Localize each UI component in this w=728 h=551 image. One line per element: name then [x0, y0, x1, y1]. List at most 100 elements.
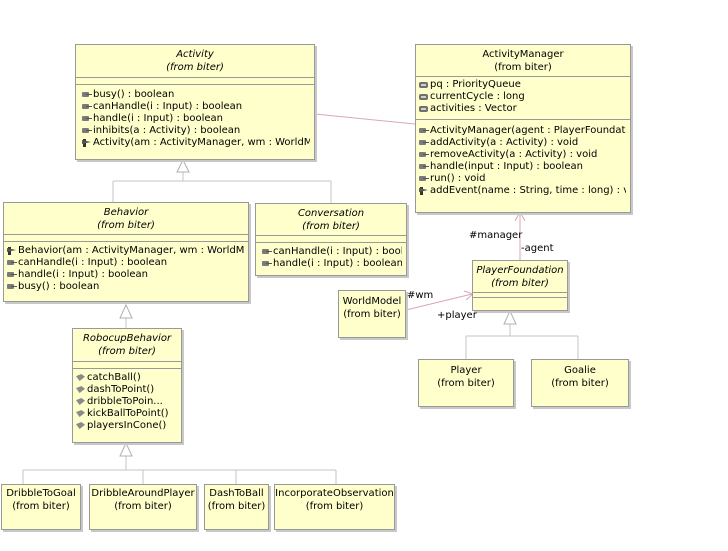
method-label: playersInCone()	[87, 420, 167, 431]
class-stereotype: (from biter)	[166, 62, 224, 73]
method-row: addEvent(name : String, time : long) : v…	[419, 185, 626, 197]
class-name: ActivityManager	[482, 49, 564, 60]
class-stereotype: (from biter)	[114, 501, 172, 512]
class-name: DashToBall	[209, 488, 264, 499]
method-label: ActivityManager(agent : PlayerFoundation…	[430, 125, 626, 136]
class-header: Conversation (from biter)	[256, 204, 406, 233]
field-icon	[419, 81, 429, 89]
method-label: busy() : boolean	[18, 281, 100, 292]
class-header: Goalie (from biter)	[532, 360, 628, 390]
attribute-label: currentCycle : long	[430, 91, 525, 102]
class-stereotype: (from biter)	[97, 220, 155, 231]
methods-compartment: Behavior(am : ActivityManager, wm : Worl…	[4, 241, 248, 297]
role-label-manager: #manager	[469, 230, 523, 241]
protected-method-icon	[76, 386, 86, 394]
public-method-icon	[7, 259, 17, 267]
class-header: ActivityManager (from biter)	[416, 45, 630, 74]
class-stereotype: (from biter)	[551, 378, 609, 389]
class-header: Player (from biter)	[419, 360, 513, 390]
method-label: catchBall()	[87, 372, 141, 383]
public-method-icon	[262, 248, 272, 256]
class-name: Activity	[176, 49, 214, 60]
method-row: dribbleToPoin...	[76, 396, 177, 408]
class-dribble-around-player[interactable]: DribbleAroundPlayer (from biter)	[89, 484, 197, 530]
class-dribble-to-goal[interactable]: DribbleToGoal (from biter)	[1, 484, 81, 530]
methods-compartment: catchBall() dashToPoint() dribbleToPoin.…	[73, 368, 181, 436]
class-name: Conversation	[297, 208, 365, 219]
attribute-row: pq : PriorityQueue	[419, 79, 626, 91]
protected-method-icon	[76, 410, 86, 418]
method-row: ActivityManager(agent : PlayerFoundation…	[419, 125, 626, 137]
constructor-icon	[82, 139, 92, 147]
method-row: canHandle(i : Input) : boolean	[82, 101, 310, 113]
class-name: RobocupBehavior	[82, 333, 172, 344]
method-label: Behavior(am : ActivityManager, wm : Worl…	[18, 245, 244, 256]
class-header: Activity (from biter)	[76, 45, 314, 74]
class-name: IncorporateObservation	[275, 488, 394, 499]
attributes-compartment	[4, 234, 248, 241]
method-row: handle(input : Input) : boolean	[419, 161, 626, 173]
class-behavior[interactable]: Behavior (from biter) Behavior(am : Acti…	[3, 202, 249, 302]
class-header: Behavior (from biter)	[4, 203, 248, 232]
public-method-icon	[82, 103, 92, 111]
class-header: WorldModel (from biter)	[339, 291, 405, 321]
class-dash-to-ball[interactable]: DashToBall (from biter)	[204, 484, 269, 530]
public-method-icon	[82, 115, 92, 123]
attributes-compartment: pq : PriorityQueue currentCycle : long a…	[416, 76, 630, 119]
class-robocup-behavior[interactable]: RobocupBehavior (from biter) catchBall()…	[72, 328, 182, 443]
class-world-model[interactable]: WorldModel (from biter)	[338, 290, 406, 338]
class-activity[interactable]: Activity (from biter) busy() : boolean c…	[75, 44, 315, 160]
attributes-compartment	[473, 292, 567, 297]
class-player-foundation[interactable]: PlayerFoundation (from biter)	[472, 260, 568, 311]
class-header: IncorporateObservation (from biter)	[275, 485, 394, 513]
class-stereotype: (from biter)	[207, 501, 266, 512]
role-label-agent: -agent	[521, 243, 554, 254]
class-stereotype: (from biter)	[343, 309, 401, 320]
class-stereotype: (from biter)	[491, 278, 549, 289]
public-method-icon	[7, 283, 17, 291]
method-label: handle(i : Input) : boolean	[18, 269, 148, 280]
attribute-label: pq : PriorityQueue	[430, 79, 521, 90]
method-row: kickBallToPoint()	[76, 408, 177, 420]
method-row: handle(i : Input) : boolean	[82, 113, 310, 125]
method-row: Activity(am : ActivityManager, wm : Worl…	[82, 137, 310, 149]
method-label: inhibits(a : Activity) : boolean	[93, 125, 241, 136]
assoc-worldmodel	[405, 293, 473, 311]
method-row: Behavior(am : ActivityManager, wm : Worl…	[7, 245, 244, 257]
method-label: busy() : boolean	[93, 89, 175, 100]
public-method-icon	[419, 175, 429, 183]
method-row: run() : void	[419, 173, 626, 185]
attribute-label: activities : Vector	[430, 103, 517, 114]
class-incorporate-observation[interactable]: IncorporateObservation (from biter)	[274, 484, 395, 530]
method-row: dashToPoint()	[76, 384, 177, 396]
method-label: canHandle(i : Input) : boolean	[18, 257, 168, 268]
method-label: handle(i : Input) : boolean	[273, 258, 402, 269]
gen-arrow-behavior	[119, 303, 133, 319]
method-label: Activity(am : ActivityManager, wm : Worl…	[93, 137, 310, 148]
method-row: handle(i : Input) : boolean	[262, 258, 402, 270]
role-label-wm: #wm	[407, 290, 434, 301]
class-header: RobocupBehavior (from biter)	[73, 329, 181, 358]
class-header: PlayerFoundation (from biter)	[473, 261, 567, 290]
constructor-icon	[419, 187, 429, 195]
methods-compartment	[473, 297, 567, 302]
attributes-compartment	[73, 361, 181, 368]
constructor-icon	[7, 247, 17, 255]
method-label: canHandle(i : Input) : boole...	[273, 246, 402, 257]
class-goalie[interactable]: Goalie (from biter)	[531, 359, 629, 407]
class-header: DashToBall (from biter)	[205, 485, 268, 513]
class-stereotype: (from biter)	[12, 501, 70, 512]
class-conversation[interactable]: Conversation (from biter) canHandle(i : …	[255, 203, 407, 276]
field-icon	[419, 93, 429, 101]
class-stereotype: (from biter)	[302, 221, 360, 232]
public-method-icon	[419, 127, 429, 135]
public-method-icon	[419, 163, 429, 171]
class-stereotype: (from biter)	[437, 378, 495, 389]
public-method-icon	[262, 260, 272, 268]
method-row: canHandle(i : Input) : boolean	[7, 257, 244, 269]
attributes-compartment	[256, 235, 406, 242]
public-method-icon	[82, 127, 92, 135]
class-activity-manager[interactable]: ActivityManager (from biter) pq : Priori…	[415, 44, 631, 213]
class-player[interactable]: Player (from biter)	[418, 359, 514, 407]
